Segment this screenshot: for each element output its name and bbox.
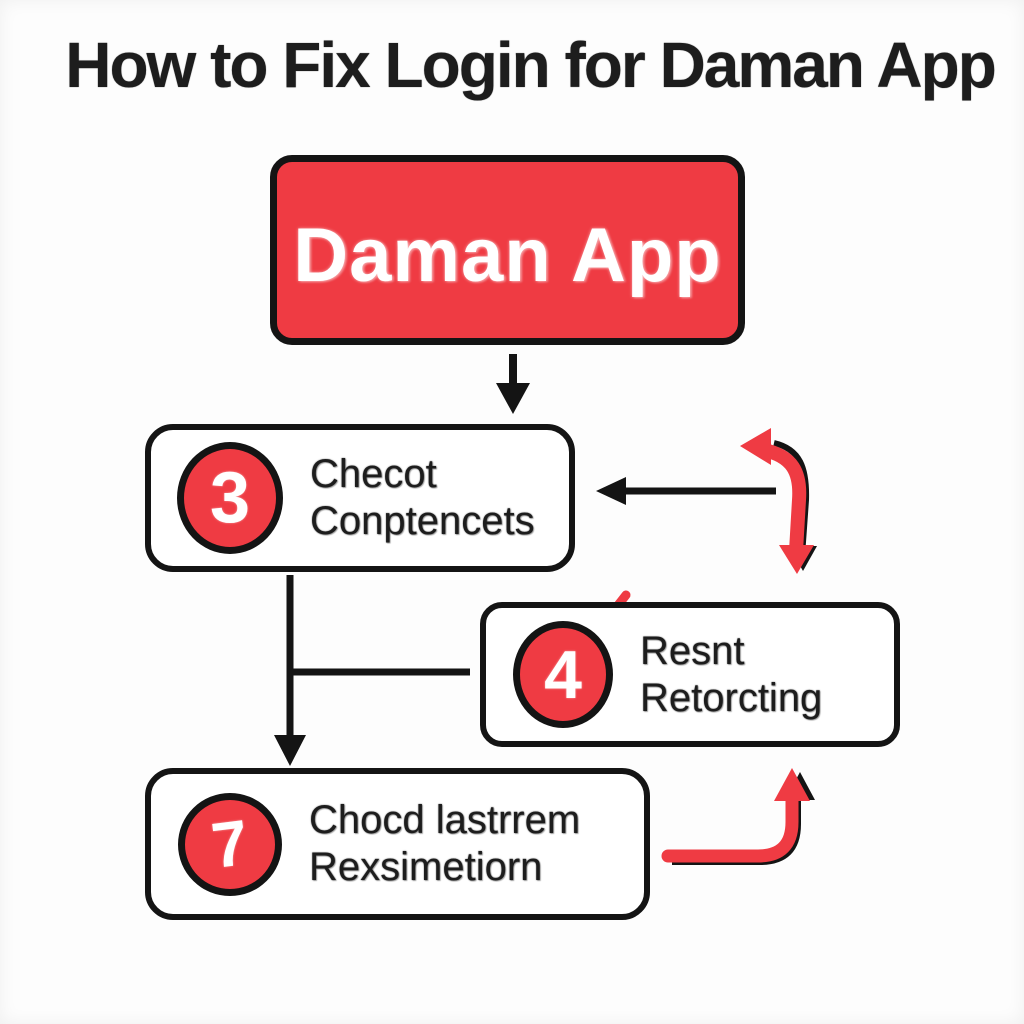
step-node-1: 3 Checot Conptencets [145,424,575,572]
step-node-2: 4 Resnt Retorcting [480,602,900,747]
page-title: How to Fix Login for Daman App [65,29,997,101]
arrow-left-icon [596,477,776,505]
elbow-up-arrow-icon [661,768,815,865]
step-label: Resnt Retorcting [640,628,822,722]
branch-connector-icon [274,575,470,766]
step-label-line1: Resnt [640,628,745,673]
step-number-badge: 4 [513,621,613,728]
step-label-line2: Rexsimetiorn [309,845,543,889]
step-number: 3 [209,458,251,538]
curved-return-arrow-icon [740,428,817,574]
arrow-down-icon [496,354,530,414]
daman-app-node: Daman App [270,155,745,345]
daman-app-label: Daman App [293,212,722,298]
step-label-line1: Checot [310,452,437,496]
step-number: 4 [544,636,582,713]
step-number-badge: 3 [177,442,283,554]
step-label-line1: Chocd lastrrem [309,798,581,842]
step-label-line2: Retorcting [640,675,823,720]
step-label: Chocd lastrrem Rexsimetiorn [309,797,580,891]
step-label: Checot Conptencets [310,451,535,545]
step-number-badge: 7 [178,792,282,896]
step-node-3: 7 Chocd lastrrem Rexsimetiorn [145,768,650,920]
step-number: 7 [207,806,253,882]
step-label-line2: Conptencets [310,499,535,543]
